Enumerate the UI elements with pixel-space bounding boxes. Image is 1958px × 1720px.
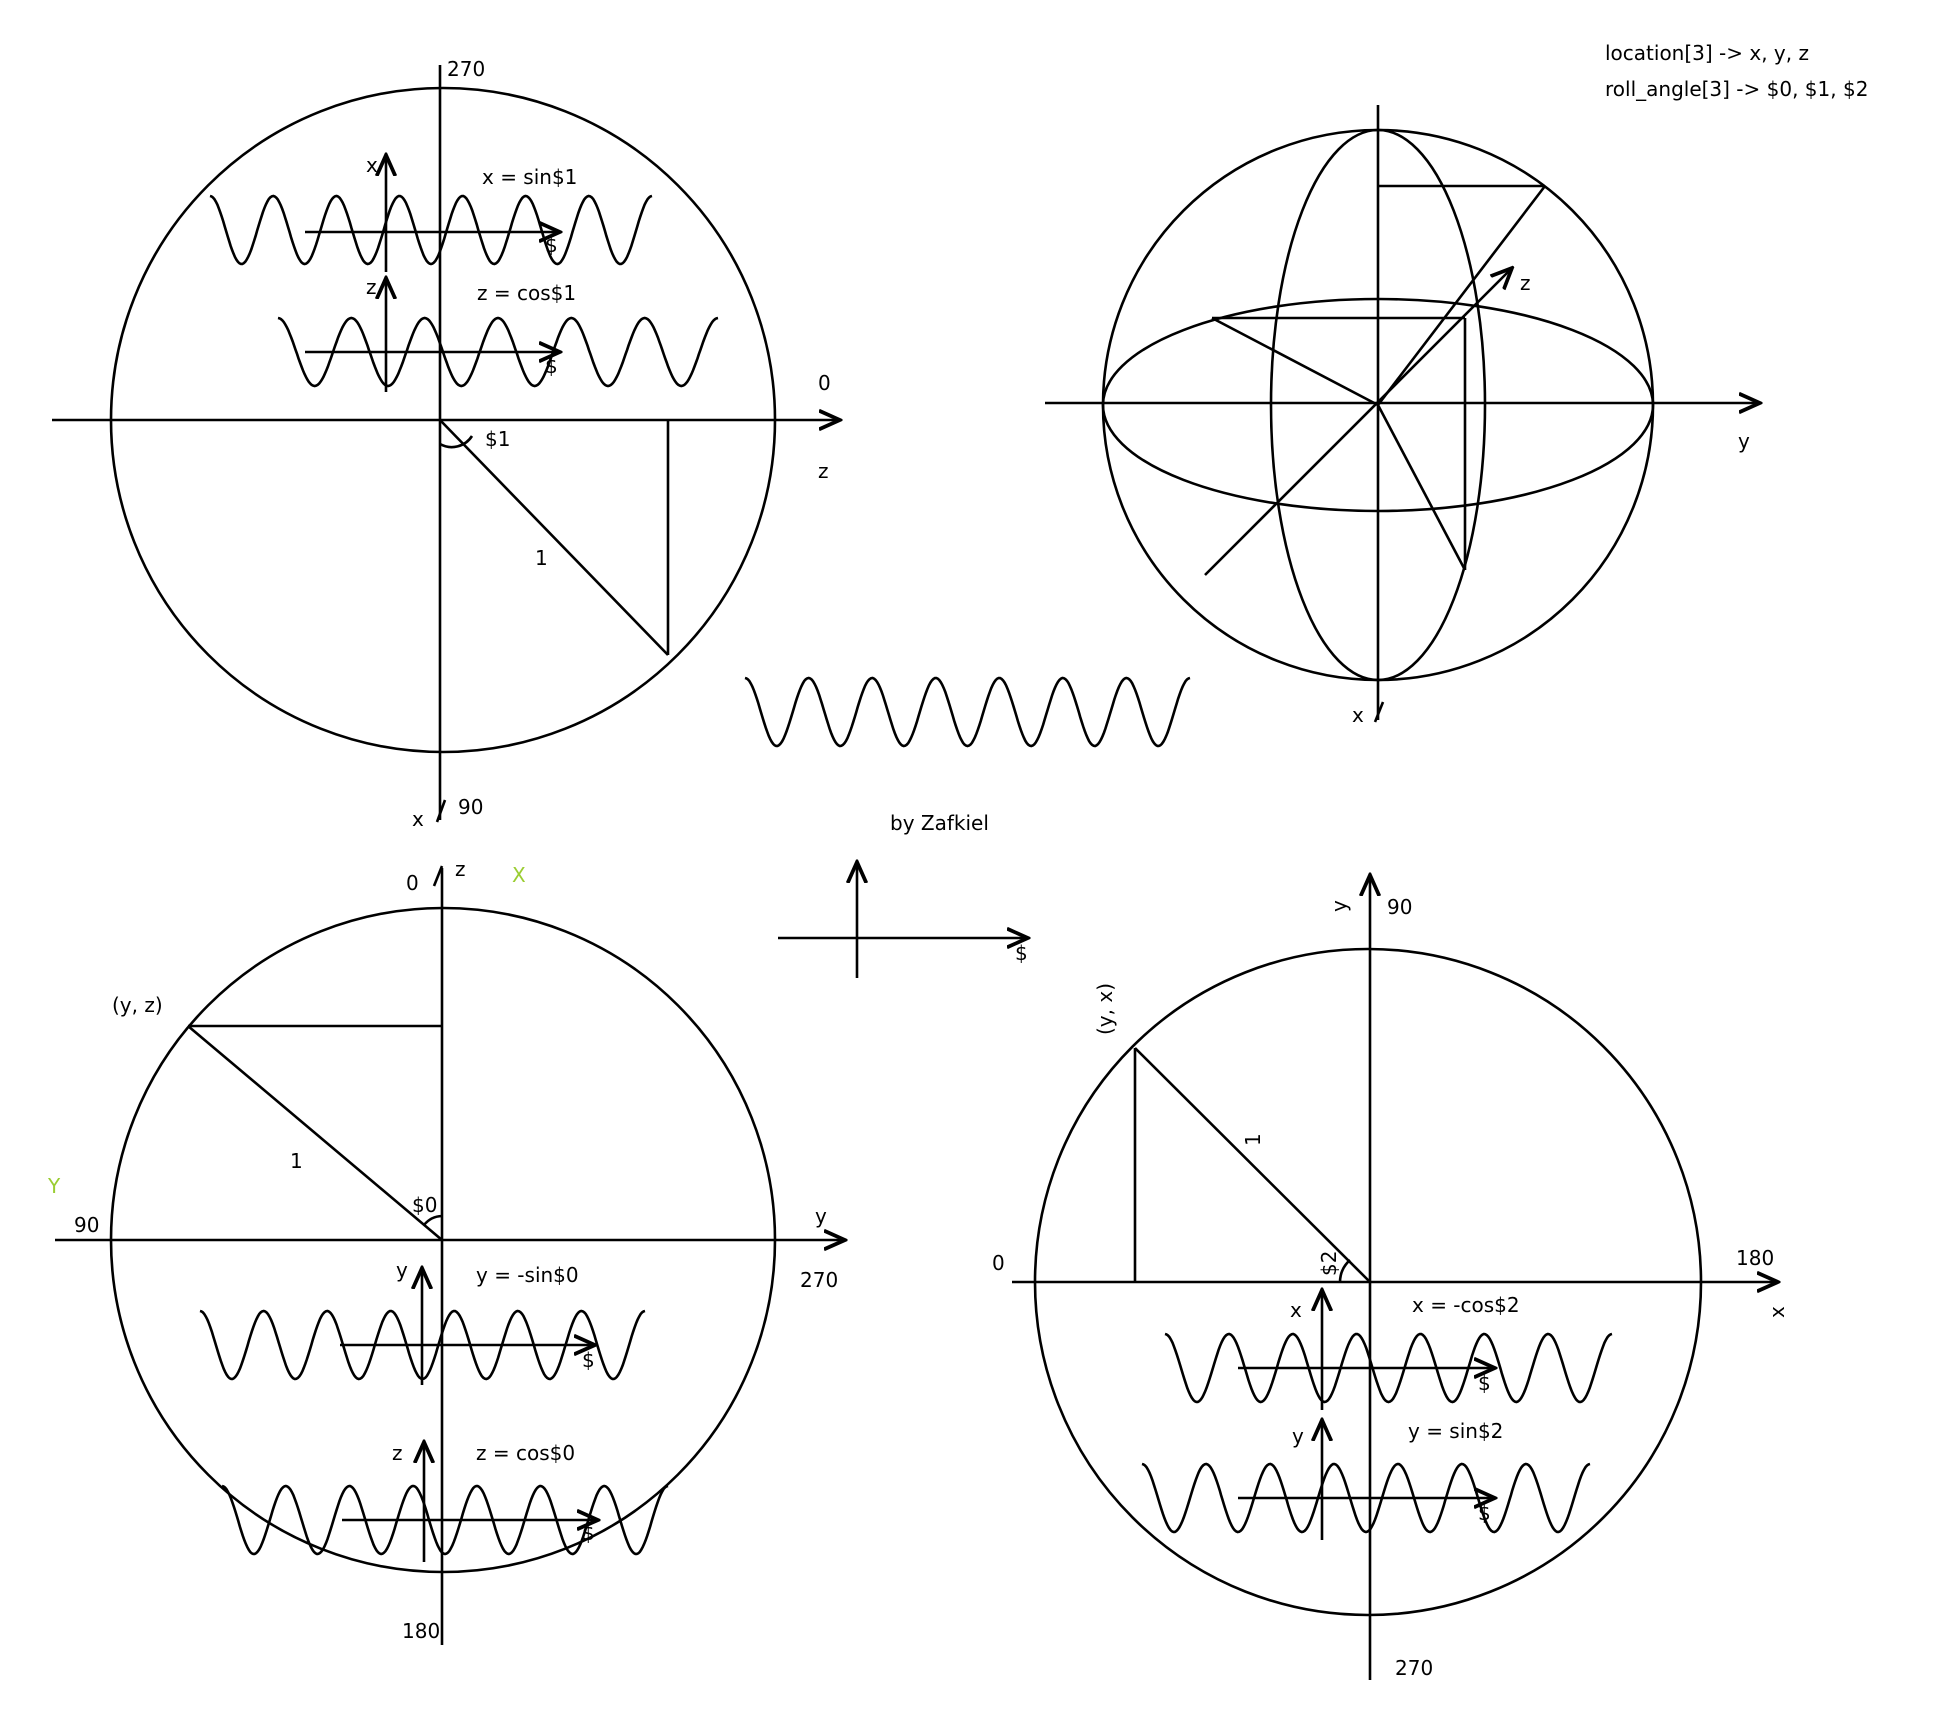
panel-d-label-90: 90: [1387, 895, 1412, 919]
panel-d-label-y: y: [1327, 900, 1351, 912]
panel-c-label-Y: Y: [47, 1174, 61, 1198]
panel-a-radius: [439, 419, 669, 656]
note-roll-angle: roll_angle[3] -> $0, $1, $2: [1605, 77, 1868, 101]
panel-c-wave-bottom: [221, 1484, 669, 1556]
panel-c-label-180: 180: [402, 1619, 440, 1643]
panel-c-label-z: z: [455, 857, 466, 881]
panel-a-wave-bottom-formula: z = cos$1: [477, 281, 576, 305]
panel-b: z y x: [1045, 105, 1760, 727]
panel-a-label-angle: $1: [485, 427, 510, 451]
panel-b-label-x: x: [1352, 703, 1364, 727]
panel-b-label-y: y: [1738, 429, 1750, 453]
panel-a-angle-arc: [439, 435, 474, 449]
panel-c-z-arrow-tick: [432, 865, 444, 887]
panel-c-wave-bottom-axis-label: z: [392, 1441, 403, 1465]
panel-a-label-270: 270: [447, 57, 485, 81]
panel-c-label-270: 270: [800, 1268, 838, 1292]
panel-a-wave-top-dollar: $: [545, 233, 558, 257]
panel-c-label-radius: 1: [290, 1149, 303, 1173]
panel-a-wave-bottom-axis-label: z: [366, 275, 377, 299]
mini-axes-dollar: $: [1015, 941, 1028, 965]
panel-c-label-90: 90: [74, 1213, 99, 1237]
panel-a-wave-top-formula: x = sin$1: [482, 165, 577, 189]
panel-a-wave-bottom-dollar: $: [545, 354, 558, 378]
panel-a-label-z: z: [818, 459, 829, 483]
mini-axes: $: [778, 862, 1028, 978]
panel-d-wave-bottom-formula: y = sin$2: [1408, 1419, 1503, 1443]
panel-d-label-radius: 1: [1241, 1133, 1265, 1146]
panel-d-wave-top-dollar: $: [1478, 1371, 1491, 1395]
panel-a-label-radius: 1: [535, 546, 548, 570]
panel-c-label-angle: $0: [412, 1193, 437, 1217]
panel-b-proj-left: [1211, 316, 1379, 407]
panel-c-radius: [187, 1025, 443, 1241]
panel-b-label-z: z: [1520, 271, 1531, 295]
panel-d-label-270: 270: [1395, 1656, 1433, 1680]
panel-b-diag-radius: [1376, 185, 1547, 406]
panel-b-x-arrow-tick: [1373, 701, 1385, 723]
panel-a-label-90: 90: [458, 795, 483, 819]
panel-a-x-arrow-tick: [435, 799, 447, 823]
credit-label: by Zafkiel: [890, 811, 989, 835]
panel-a-wave-bottom: [277, 316, 719, 388]
panel-a-label-x: x: [412, 807, 424, 831]
panel-c-label-point: (y, z): [112, 993, 163, 1017]
panel-c-wave-top-formula: y = -sin$0: [476, 1263, 579, 1287]
panel-d-wave-top-formula: x = -cos$2: [1412, 1293, 1520, 1317]
panel-d-wave-bottom-dollar: $: [1478, 1501, 1491, 1525]
center-wave: [744, 676, 1191, 748]
panel-d-wave-top-axis-label: x: [1290, 1298, 1302, 1322]
panel-d-wave-top: [1164, 1332, 1613, 1404]
panel-d-label-180: 180: [1736, 1246, 1774, 1270]
panel-c: 0 z X (y, z) 1 $0 Y 90 y 270 180 y y = -…: [47, 857, 845, 1645]
panel-c-wave-bottom-dollar: $: [582, 1521, 595, 1545]
panel-d-angle-arc: [1338, 1259, 1351, 1283]
panel-c-wave-top-axis-label: y: [396, 1258, 408, 1282]
panel-c-wave-top-dollar: $: [582, 1348, 595, 1372]
panel-a-label-0: 0: [818, 371, 831, 395]
panel-d-label-point: (y, x): [1093, 983, 1117, 1035]
panel-c-label-0: 0: [406, 871, 419, 895]
panel-c-label-y: y: [815, 1204, 827, 1228]
panel-c-label-X: X: [512, 863, 526, 887]
panel-a: 270 0 z $1 1 x 90 x x = sin$1 $ z z = co…: [52, 57, 840, 831]
panel-d-wave-bottom-axis-label: y: [1292, 1424, 1304, 1448]
panel-b-proj-down: [1376, 404, 1467, 571]
note-location: location[3] -> x, y, z: [1605, 41, 1809, 65]
panel-d-wave-bottom: [1141, 1462, 1591, 1534]
panel-d: y 90 (y, x) 1 $2 0 180 x 270 x x = -cos$…: [992, 875, 1789, 1680]
panel-d-radius: [1134, 1047, 1371, 1283]
panel-c-wave-bottom-formula: z = cos$0: [476, 1441, 575, 1465]
panel-d-label-0: 0: [992, 1251, 1005, 1275]
panel-a-wave-top-axis-label: x: [366, 153, 378, 177]
panel-c-angle-arc: [422, 1214, 443, 1226]
panel-a-wave-top: [209, 194, 653, 266]
panel-d-label-angle: $2: [1317, 1251, 1341, 1276]
panel-d-label-x: x: [1765, 1306, 1789, 1318]
